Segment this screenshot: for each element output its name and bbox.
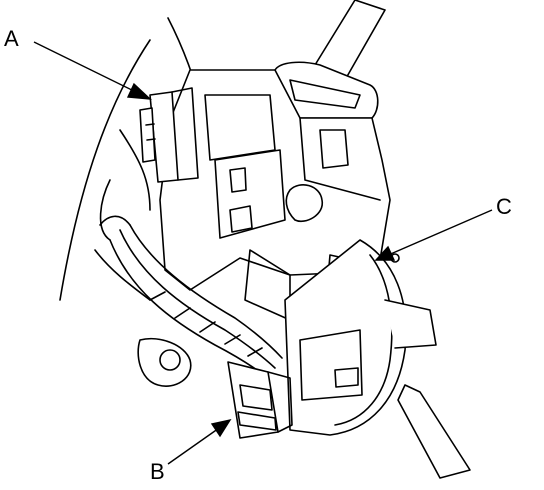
connector-a	[140, 88, 198, 182]
leader-arrow-b	[168, 420, 230, 464]
callout-b: B	[150, 459, 165, 484]
callout-a: A	[4, 26, 19, 51]
leader-arrow-c	[376, 210, 492, 260]
clock-spring-c	[285, 240, 470, 478]
switch-body	[160, 70, 390, 320]
callout-c: C	[496, 194, 512, 219]
leader-arrow-a	[34, 42, 150, 99]
wire-harness	[100, 180, 282, 378]
connector-b	[228, 362, 292, 438]
column-housing	[60, 18, 220, 386]
